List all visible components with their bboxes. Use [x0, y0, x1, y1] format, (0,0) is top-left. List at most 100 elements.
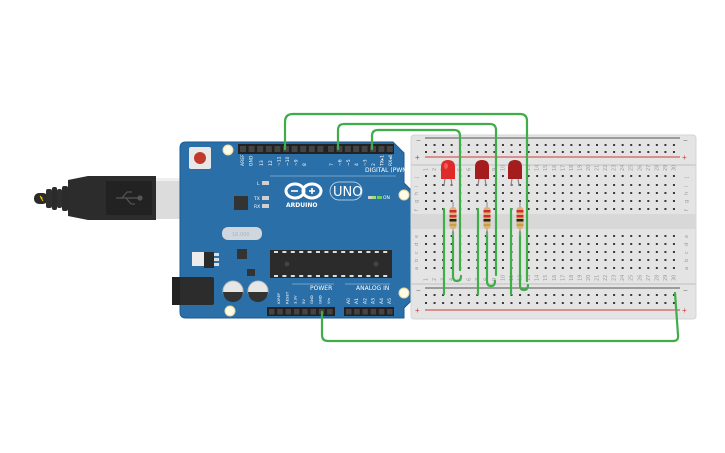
- header-pin[interactable]: [248, 146, 255, 152]
- breadboard-hole[interactable]: [664, 192, 667, 194]
- breadboard-hole[interactable]: [484, 144, 487, 146]
- breadboard-hole[interactable]: [467, 144, 470, 146]
- breadboard-hole[interactable]: [536, 208, 539, 210]
- breadboard-hole[interactable]: [553, 235, 556, 237]
- led-1[interactable]: [441, 160, 455, 187]
- breadboard-hole[interactable]: [596, 243, 598, 245]
- breadboard-hole[interactable]: [672, 208, 675, 210]
- breadboard-hole[interactable]: [544, 192, 547, 194]
- breadboard-hole[interactable]: [621, 192, 624, 194]
- breadboard-hole[interactable]: [630, 294, 633, 296]
- wire-pin12-to-led3[interactable]: [283, 112, 529, 151]
- breadboard-hole[interactable]: [604, 294, 607, 296]
- breadboard-hole[interactable]: [501, 294, 504, 296]
- breadboard-hole[interactable]: [527, 251, 530, 253]
- breadboard-hole[interactable]: [647, 151, 650, 153]
- breadboard-hole[interactable]: [553, 192, 556, 194]
- breadboard-hole[interactable]: [621, 235, 624, 237]
- breadboard-hole[interactable]: [664, 184, 667, 186]
- breadboard-hole[interactable]: [425, 175, 427, 177]
- breadboard-hole[interactable]: [433, 243, 436, 245]
- header-pin[interactable]: [362, 309, 368, 315]
- breadboard-hole[interactable]: [672, 235, 675, 237]
- breadboard-hole[interactable]: [484, 243, 487, 245]
- usb-cable[interactable]: [34, 176, 184, 220]
- breadboard-hole[interactable]: [664, 235, 667, 237]
- breadboard-hole[interactable]: [510, 294, 513, 296]
- breadboard-hole[interactable]: [672, 243, 675, 245]
- breadboard-hole[interactable]: [638, 235, 641, 237]
- breadboard-hole[interactable]: [655, 175, 658, 177]
- breadboard-hole[interactable]: [664, 251, 667, 253]
- breadboard-hole[interactable]: [553, 259, 556, 261]
- breadboard-hole[interactable]: [578, 151, 581, 153]
- breadboard-hole[interactable]: [442, 294, 445, 296]
- breadboard-hole[interactable]: [425, 235, 427, 237]
- breadboard-hole[interactable]: [433, 175, 436, 177]
- breadboard-hole[interactable]: [655, 243, 658, 245]
- breadboard-hole[interactable]: [501, 151, 504, 153]
- breadboard-hole[interactable]: [613, 208, 616, 210]
- breadboard-hole[interactable]: [553, 208, 556, 210]
- breadboard-hole[interactable]: [501, 200, 504, 202]
- breadboard-hole[interactable]: [647, 259, 650, 261]
- breadboard-hole[interactable]: [553, 294, 556, 296]
- breadboard-hole[interactable]: [561, 175, 564, 177]
- breadboard-hole[interactable]: [664, 302, 667, 304]
- breadboard-hole[interactable]: [467, 175, 470, 177]
- breadboard-hole[interactable]: [655, 144, 658, 146]
- breadboard-hole[interactable]: [655, 151, 658, 153]
- breadboard-hole[interactable]: [604, 184, 607, 186]
- breadboard-hole[interactable]: [630, 259, 633, 261]
- breadboard-hole[interactable]: [672, 144, 675, 146]
- wire-pin6-to-led2[interactable]: [336, 122, 498, 151]
- breadboard-hole[interactable]: [570, 267, 573, 269]
- breadboard-hole[interactable]: [459, 302, 462, 304]
- breadboard-hole[interactable]: [570, 302, 573, 304]
- header-pin[interactable]: [300, 146, 307, 152]
- header-pin[interactable]: [336, 146, 343, 152]
- resistor-2-leg-loop[interactable]: [485, 230, 497, 288]
- breadboard-hole[interactable]: [510, 144, 513, 146]
- dc-power-jack[interactable]: [172, 277, 214, 305]
- breadboard-hole[interactable]: [493, 294, 496, 296]
- resistor-1-leg-loop[interactable]: [451, 230, 463, 283]
- header-pin[interactable]: [310, 309, 317, 315]
- breadboard-hole[interactable]: [476, 294, 479, 296]
- breadboard-hole[interactable]: [672, 302, 675, 304]
- breadboard-hole[interactable]: [647, 243, 650, 245]
- breadboard-hole[interactable]: [587, 208, 590, 210]
- breadboard-hole[interactable]: [604, 192, 607, 194]
- breadboard-hole[interactable]: [604, 302, 607, 304]
- breadboard-hole[interactable]: [433, 192, 436, 194]
- header-pin[interactable]: [327, 309, 333, 315]
- breadboard-hole[interactable]: [587, 251, 590, 253]
- breadboard-hole[interactable]: [527, 294, 530, 296]
- breadboard-hole[interactable]: [570, 200, 573, 202]
- breadboard-hole[interactable]: [664, 208, 667, 210]
- breadboard-hole[interactable]: [613, 200, 616, 202]
- breadboard-hole[interactable]: [587, 175, 590, 177]
- breadboard-hole[interactable]: [561, 144, 564, 146]
- breadboard-hole[interactable]: [672, 200, 675, 202]
- breadboard-hole[interactable]: [544, 302, 547, 304]
- breadboard-hole[interactable]: [578, 259, 581, 261]
- breadboard-hole[interactable]: [570, 294, 573, 296]
- breadboard-hole[interactable]: [621, 175, 624, 177]
- header-pin[interactable]: [354, 309, 360, 315]
- breadboard-hole[interactable]: [425, 192, 427, 194]
- breadboard-hole[interactable]: [578, 302, 581, 304]
- breadboard-hole[interactable]: [578, 184, 581, 186]
- breadboard-hole[interactable]: [544, 208, 547, 210]
- breadboard-hole[interactable]: [425, 208, 427, 210]
- breadboard-hole[interactable]: [630, 302, 633, 304]
- breadboard-hole[interactable]: [527, 259, 530, 261]
- breadboard-hole[interactable]: [578, 251, 581, 253]
- breadboard-hole[interactable]: [613, 259, 616, 261]
- breadboard-hole[interactable]: [596, 251, 598, 253]
- breadboard-hole[interactable]: [433, 200, 436, 202]
- breadboard-hole[interactable]: [442, 200, 445, 202]
- breadboard-hole[interactable]: [647, 175, 650, 177]
